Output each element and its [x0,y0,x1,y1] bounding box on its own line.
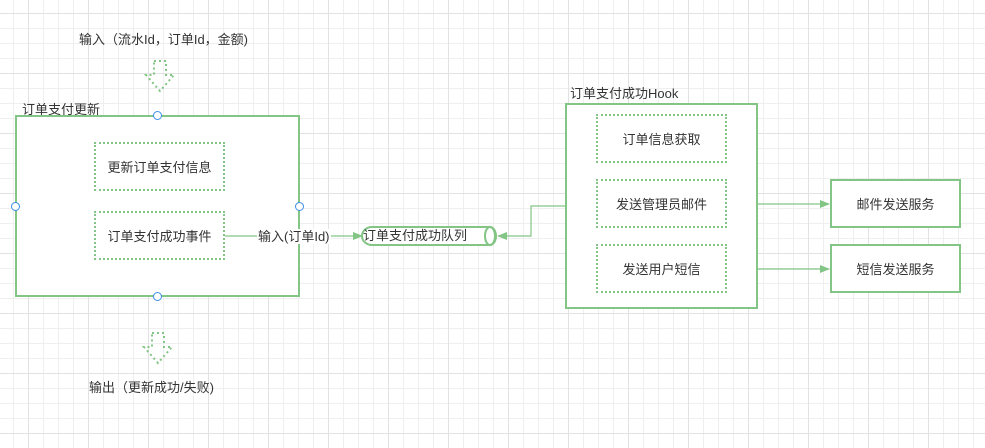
edge-label-input-order-id: 输入(订单Id) [257,229,331,244]
queue-label[interactable]: 订单支付成功队列 [363,228,468,243]
update-step-payment-success-event[interactable]: 订单支付成功事件 [94,211,225,260]
service-sms[interactable]: 短信发送服务 [830,244,961,293]
step-label: 更新订单支付信息 [107,160,212,175]
hook-step-send-admin-email[interactable]: 发送管理员邮件 [596,179,727,228]
update-group-title: 订单支付更新 [22,102,101,117]
input-down-arrow-icon [143,60,177,93]
resize-handle-left[interactable] [11,202,20,211]
hook-step-fetch-order-info[interactable]: 订单信息获取 [596,114,727,163]
resize-handle-top[interactable] [153,111,162,120]
hook-step-send-user-sms[interactable]: 发送用户短信 [596,244,727,293]
service-email[interactable]: 邮件发送服务 [830,179,961,228]
output-down-arrow-icon [141,332,175,365]
service-label: 邮件发送服务 [856,197,935,212]
step-label: 发送管理员邮件 [615,197,707,212]
output-note: 输出（更新成功/失败) [89,380,214,395]
edge-hook-to-queue [497,205,566,240]
input-note: 输入（流水Id，订单Id，金额) [79,32,249,47]
update-step-update-payment-info[interactable]: 更新订单支付信息 [94,142,225,191]
queue-cap [484,226,496,246]
service-label: 短信发送服务 [856,262,935,277]
step-label: 订单支付成功事件 [107,229,212,244]
step-label: 发送用户短信 [622,262,701,277]
resize-handle-right[interactable] [295,202,304,211]
step-label: 订单信息获取 [622,132,701,147]
hook-group-title: 订单支付成功Hook [570,86,679,101]
resize-handle-bottom[interactable] [153,292,162,301]
